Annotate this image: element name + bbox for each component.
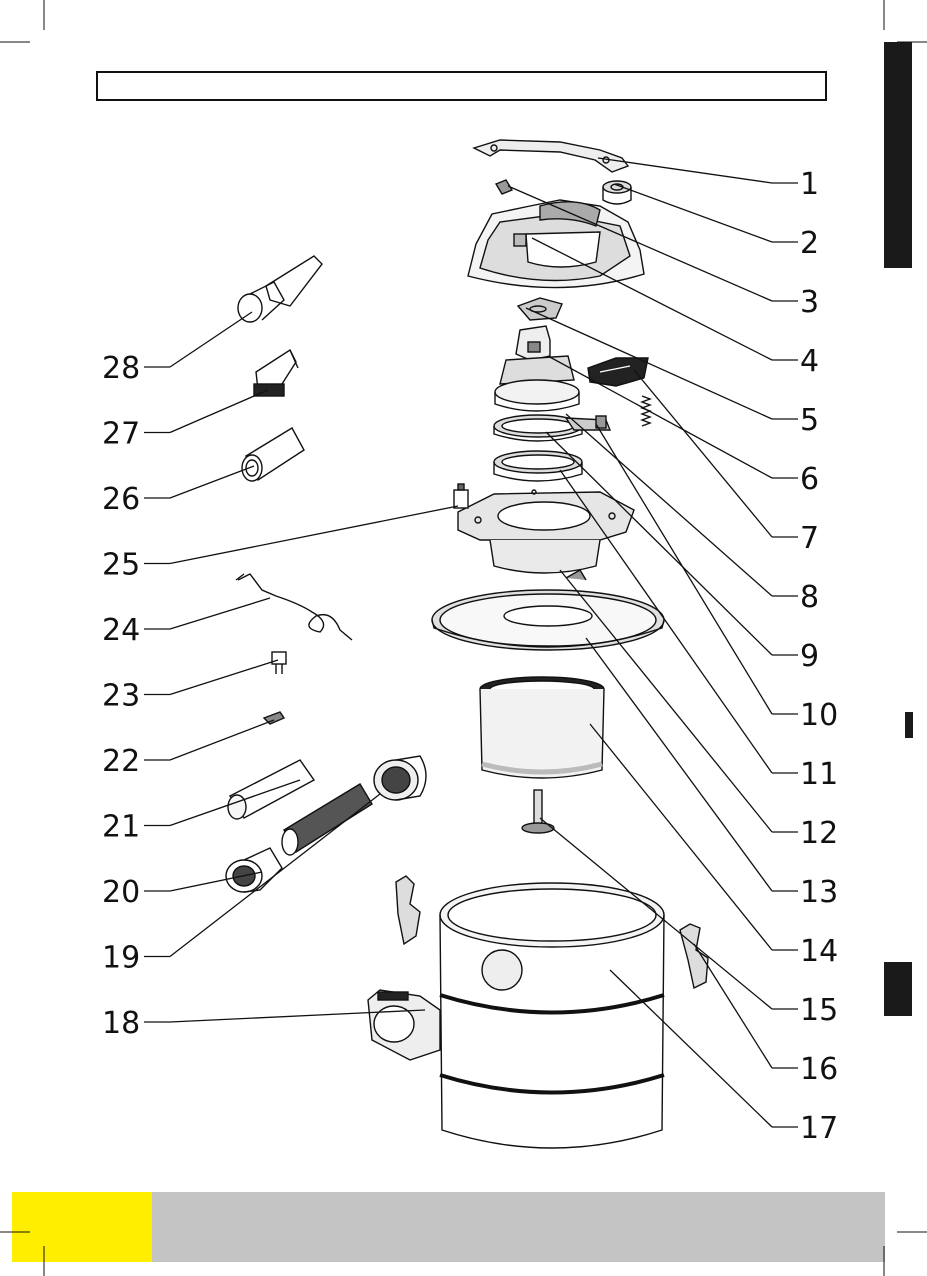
leader-line-28 <box>170 312 252 367</box>
part-27-coupler <box>242 428 304 481</box>
part-number-label: 2 <box>800 226 819 261</box>
part-14-filter <box>480 677 604 778</box>
part-number-label: 19 <box>102 941 140 976</box>
part-19-hose-cuff <box>374 756 426 800</box>
leader-line-13 <box>586 638 772 891</box>
part-number-label: 1 <box>800 167 819 202</box>
part-number-label: 26 <box>102 482 140 517</box>
leader-line-10 <box>596 424 772 714</box>
leader-line-26 <box>170 466 254 498</box>
leader-line-23 <box>170 660 278 695</box>
part-26-switch-component <box>454 484 468 508</box>
part-number-label: 10 <box>800 698 838 733</box>
part-13-flat-gasket <box>432 590 664 650</box>
part-number-label: 16 <box>800 1052 838 1087</box>
part-12-filter-cage <box>458 490 634 580</box>
part-24-plug <box>272 652 286 674</box>
part-15-center-rod <box>522 790 554 833</box>
part-number-label: 27 <box>102 417 140 452</box>
part-number-label: 12 <box>800 816 838 851</box>
part-number-label: 25 <box>102 548 140 583</box>
leader-line-1 <box>598 158 772 183</box>
part-4-motor-head <box>468 200 644 288</box>
part-5-plate <box>518 298 562 320</box>
leader-line-17 <box>610 970 772 1127</box>
part-number-label: 28 <box>102 351 140 386</box>
part-number-label: 17 <box>800 1111 838 1146</box>
part-25-power-cord <box>236 574 352 640</box>
part-28-brush-nozzle <box>254 350 298 396</box>
part-number-label: 15 <box>800 993 838 1028</box>
part-number-label: 7 <box>800 521 819 556</box>
part-number-label: 18 <box>102 1006 140 1041</box>
part-7-switch-bracket <box>588 358 648 386</box>
part-crevice-nozzle <box>238 256 322 322</box>
part-number-label: 14 <box>800 934 838 969</box>
part-11-ring <box>494 451 582 481</box>
part-number-label: 5 <box>800 403 819 438</box>
part-number-label: 3 <box>800 285 819 320</box>
part-number-label: 20 <box>102 875 140 910</box>
part-number-label: 22 <box>102 744 140 779</box>
leader-line-2 <box>614 184 772 242</box>
leader-line-19 <box>170 794 380 957</box>
part-number-label: 6 <box>800 462 819 497</box>
part-18-hose-inlet <box>368 990 440 1060</box>
part-number-label: 4 <box>800 344 819 379</box>
part-number-label: 21 <box>102 810 140 845</box>
part-10-bracket-clip <box>566 416 610 430</box>
part-1-handle <box>474 140 628 172</box>
leader-line-22 <box>170 720 274 760</box>
part-number-label: 8 <box>800 580 819 615</box>
leader-line-7 <box>634 370 772 537</box>
part-number-label: 9 <box>800 639 819 674</box>
part-number-label: 11 <box>800 757 838 792</box>
part-6-motor <box>495 326 579 411</box>
part-number-label: 23 <box>102 679 140 714</box>
part-21-hose-adapter <box>226 848 282 892</box>
part-number-label: 13 <box>800 875 838 910</box>
leader-line-27 <box>170 390 268 433</box>
part-20-hose <box>282 784 372 855</box>
leader-line-4 <box>532 238 772 360</box>
part-number-labels: 1234567891011121314151617181920212223242… <box>102 167 838 1146</box>
leader-line-25 <box>170 506 458 564</box>
part-number-label: 24 <box>102 613 140 648</box>
leader-line-16 <box>694 944 772 1068</box>
leader-line-24 <box>170 598 270 629</box>
part-17-tank <box>440 883 664 1148</box>
